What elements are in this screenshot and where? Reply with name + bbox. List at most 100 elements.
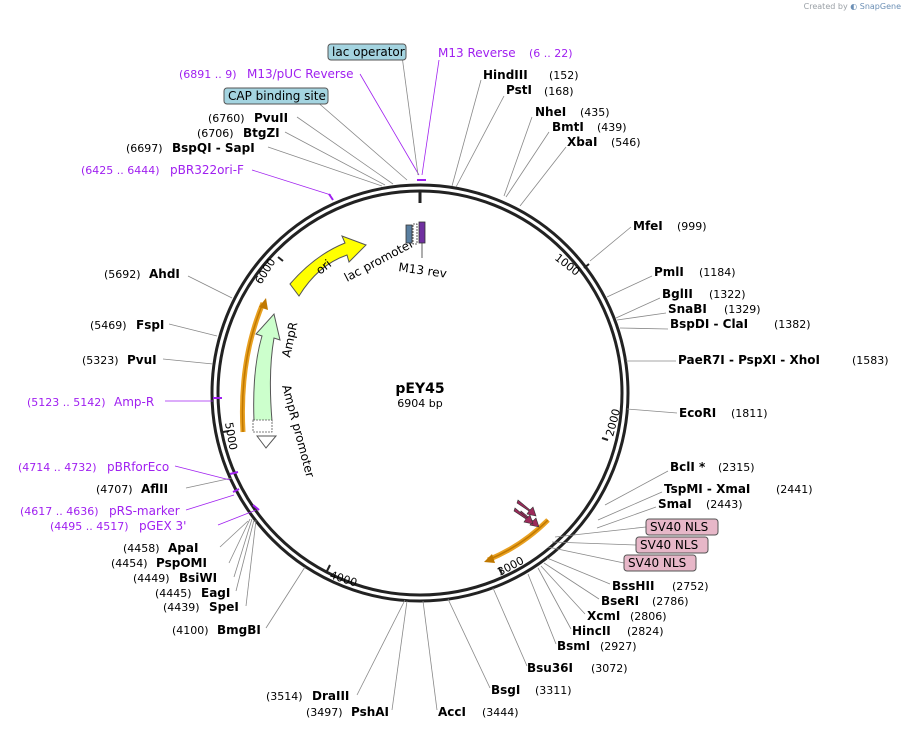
leader-acci (422, 600, 438, 711)
leader-bmti (505, 131, 550, 198)
lac-promoter-segment (405, 224, 413, 244)
leader-nhei (503, 116, 533, 197)
enzyme-pshai-pos: (3497) (306, 706, 343, 719)
enzyme-xbai[interactable]: XbaI (567, 135, 597, 149)
enzyme-smai-pos: (2443) (706, 498, 743, 511)
enzyme-hindiii[interactable]: HindIII (483, 68, 528, 82)
enzyme-bsgi-pos: (3311) (535, 684, 572, 697)
leader-hincii (537, 567, 572, 630)
enzyme-bseri-pos: (2786) (652, 595, 689, 608)
enzyme-paer7i-pspxi-xhoi[interactable]: PaeR7I - PspXI - XhoI (678, 353, 820, 367)
enzyme-bglii[interactable]: BglII (662, 287, 693, 301)
enzyme-draiii[interactable]: DraIII (312, 689, 349, 703)
primer-pbr322ori-f-range: (6425 .. 6444) (81, 164, 160, 177)
enzyme-apai[interactable]: ApaI (168, 541, 198, 555)
enzyme-bsgi[interactable]: BsgI (491, 683, 520, 697)
enzyme-bcli-pos: (2315) (718, 461, 755, 474)
enzyme-bsiwi[interactable]: BsiWI (179, 571, 217, 585)
leader-spei (245, 519, 257, 607)
enzyme-pmli[interactable]: PmlI (654, 265, 684, 279)
cap-binding-site-box[interactable] (223, 87, 329, 105)
enzyme-mfei[interactable]: MfeI (633, 219, 663, 233)
enzyme-pshai[interactable]: PshAI (351, 705, 389, 719)
enzyme-pvuii-pos: (6760) (208, 112, 245, 125)
pgex3-mark (252, 504, 260, 511)
primer-m13puc-reverse[interactable]: M13/pUC Reverse (247, 67, 354, 81)
enzyme-ecori[interactable]: EcoRI (679, 406, 716, 420)
primer-amp-r-range: (5123 .. 5142) (27, 396, 106, 409)
m13-rev-label: M13 rev (398, 260, 448, 281)
enzyme-acci[interactable]: AccI (438, 705, 466, 719)
sv40-nls-box-1[interactable] (645, 518, 719, 536)
leader-apai (219, 520, 249, 548)
enzyme-bseri[interactable]: BseRI (601, 594, 639, 608)
leader-btgzi (284, 131, 386, 186)
primer-pbrforeco[interactable]: pBRforEco (107, 460, 169, 474)
primer-pgex3[interactable]: pGEX 3' (139, 519, 186, 533)
primer-pbrforeco-range: (4714 .. 4732) (18, 461, 97, 474)
plasmid-length: 6904 bp (397, 397, 442, 410)
leader-pshai (391, 600, 408, 711)
enzyme-btgzi[interactable]: BtgZI (243, 126, 280, 140)
enzyme-tspmi-xmai[interactable]: TspMI - XmaI (664, 482, 750, 496)
primer-m13puc-reverse-range: (6891 .. 9) (179, 68, 237, 81)
enzyme-nhei-pos: (435) (580, 106, 610, 119)
enzyme-xcmi[interactable]: XcmI (587, 609, 620, 623)
ampr-arrow (253, 312, 281, 422)
enzyme-ahdi[interactable]: AhdI (149, 267, 180, 281)
boxed-feature-labels: lac operator CAP binding site SV40 NLS S… (223, 43, 719, 572)
enzyme-pspomi[interactable]: PspOMI (156, 556, 207, 570)
enzyme-bcli[interactable]: BclI * (670, 460, 706, 474)
enzyme-snabi-pos: (1329) (724, 303, 761, 316)
enzyme-eagi[interactable]: EagI (201, 586, 230, 600)
enzyme-fspi[interactable]: FspI (136, 318, 164, 332)
enzyme-nhei[interactable]: NheI (535, 105, 566, 119)
primer-m13-reverse[interactable]: M13 Reverse (438, 46, 516, 60)
leader-mfei (589, 226, 632, 262)
primer-labels: M13 Reverse (6 .. 22) (6891 .. 9) M13/pU… (18, 46, 573, 533)
leader-bsgi (447, 598, 491, 689)
enzyme-bspqi-sapi-pos: (6697) (126, 142, 163, 155)
tick-3000 (498, 567, 503, 575)
enzyme-snabi[interactable]: SnaBI (668, 302, 707, 316)
leader-bsiwi (233, 518, 253, 578)
enzyme-bsshii-pos: (2752) (672, 580, 709, 593)
leader-pbr322ori-f (251, 169, 332, 196)
enzyme-smai[interactable]: SmaI (658, 497, 692, 511)
leader-bglii (615, 297, 661, 319)
enzyme-pvui[interactable]: PvuI (127, 353, 157, 367)
enzyme-bmti-pos: (439) (597, 121, 627, 134)
sv40-nls-box-2[interactable] (635, 536, 709, 554)
primer-pbr322ori-f[interactable]: pBR322ori-F (170, 163, 244, 177)
tick-1000 (583, 263, 590, 269)
enzyme-bmti[interactable]: BmtI (552, 120, 584, 134)
enzyme-bspqi-sapi[interactable]: BspQI - SapI (172, 141, 255, 155)
enzyme-bglii-pos: (1322) (709, 288, 746, 301)
enzyme-btgzi-pos: (6706) (197, 127, 234, 140)
pbrforeco-mark (229, 471, 239, 475)
tick-4000 (326, 564, 331, 572)
enzyme-bspdi-clai[interactable]: BspDI - ClaI (670, 317, 748, 331)
enzyme-pvuii[interactable]: PvuII (254, 111, 288, 125)
enzyme-spei[interactable]: SpeI (209, 600, 239, 614)
enzyme-bsshii[interactable]: BssHII (612, 579, 654, 593)
leader-pvuii (296, 116, 394, 185)
plasmid-name: pEY45 (395, 381, 444, 397)
leader-bcli (604, 470, 669, 506)
enzyme-bsu36i[interactable]: Bsu36I (527, 661, 573, 675)
lac-operator-box[interactable] (327, 43, 407, 61)
enzyme-hincii[interactable]: HincII (572, 624, 611, 638)
primer-amp-r[interactable]: Amp-R (114, 395, 154, 409)
enzyme-bmgbi[interactable]: BmgBI (217, 623, 261, 637)
enzyme-aflii[interactable]: AflII (141, 482, 168, 496)
leader-sv40-3 (547, 546, 625, 564)
tick-marks (222, 191, 609, 575)
tick-label-6000: 6000 (253, 256, 279, 287)
sv40-nls-box-3[interactable] (623, 554, 697, 572)
enzyme-bsmi-pos: (2927) (600, 640, 637, 653)
enzyme-bsmi[interactable]: BsmI (557, 639, 590, 653)
leader-pgex3 (217, 509, 257, 526)
ampr-promoter-body (252, 419, 273, 433)
enzyme-psti[interactable]: PstI (506, 83, 532, 97)
primer-prs-marker[interactable]: pRS-marker (109, 504, 180, 518)
